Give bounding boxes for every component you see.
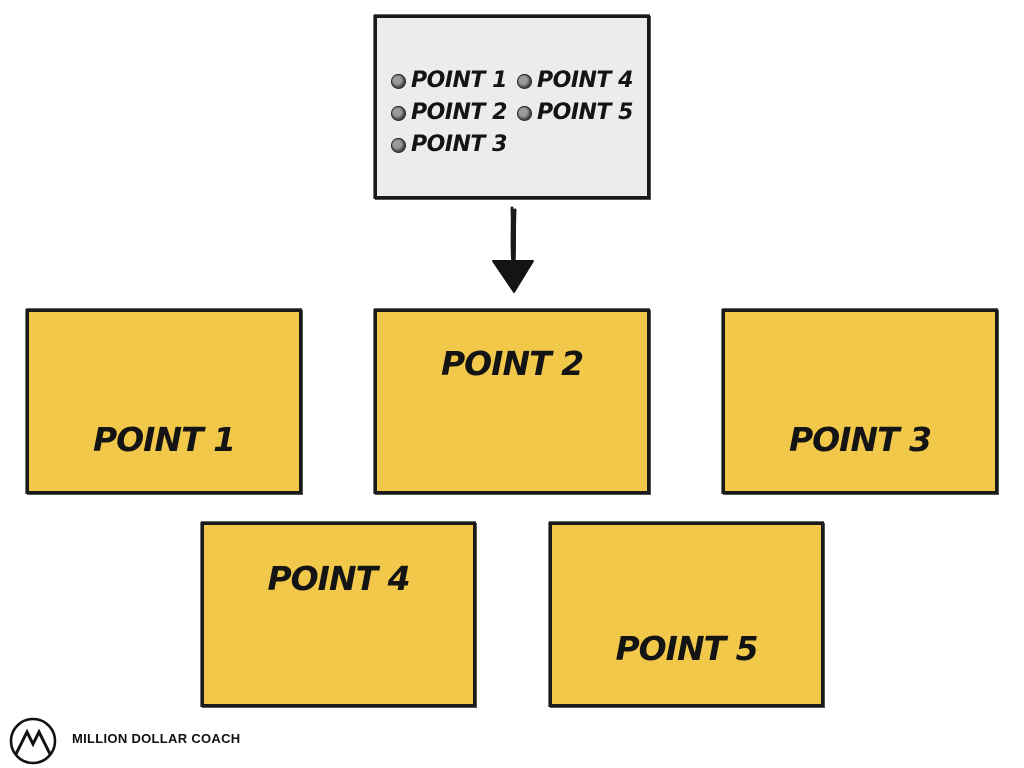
brand-name: MILLION DOLLAR COACH bbox=[72, 731, 241, 746]
bullet-icon bbox=[517, 73, 532, 89]
summary-item: POINT 5 bbox=[517, 98, 641, 128]
card-label: POINT 1 bbox=[92, 420, 236, 459]
point-card-3: POINT 3 bbox=[722, 309, 998, 494]
summary-item-label: POINT 4 bbox=[537, 68, 633, 93]
summary-item-label: POINT 2 bbox=[411, 100, 507, 125]
summary-item-label: POINT 1 bbox=[411, 68, 507, 93]
point-card-5: POINT 5 bbox=[549, 522, 824, 707]
card-label: POINT 5 bbox=[615, 629, 758, 668]
bullet-icon bbox=[517, 105, 532, 121]
card-label: POINT 3 bbox=[788, 420, 932, 459]
card-label: POINT 4 bbox=[267, 559, 410, 598]
bullet-icon bbox=[391, 73, 406, 89]
summary-item: POINT 3 bbox=[391, 130, 517, 160]
summary-item-label: POINT 3 bbox=[411, 132, 507, 157]
point-card-1: POINT 1 bbox=[26, 309, 302, 494]
summary-list: POINT 1 POINT 4 POINT 2 POINT 5 POINT 3 bbox=[391, 66, 641, 160]
bullet-icon bbox=[391, 105, 406, 121]
point-card-4: POINT 4 bbox=[201, 522, 476, 707]
point-card-2: POINT 2 bbox=[374, 309, 650, 494]
bullet-icon bbox=[391, 137, 406, 153]
summary-item: POINT 4 bbox=[517, 66, 641, 96]
summary-item-label: POINT 5 bbox=[537, 100, 633, 125]
summary-item: POINT 1 bbox=[391, 66, 517, 96]
card-label: POINT 2 bbox=[440, 344, 584, 383]
summary-box: POINT 1 POINT 4 POINT 2 POINT 5 POINT 3 bbox=[374, 15, 650, 199]
mountain-logo-icon bbox=[9, 717, 57, 765]
summary-item: POINT 2 bbox=[391, 98, 517, 128]
arrow-down-icon bbox=[492, 206, 534, 293]
